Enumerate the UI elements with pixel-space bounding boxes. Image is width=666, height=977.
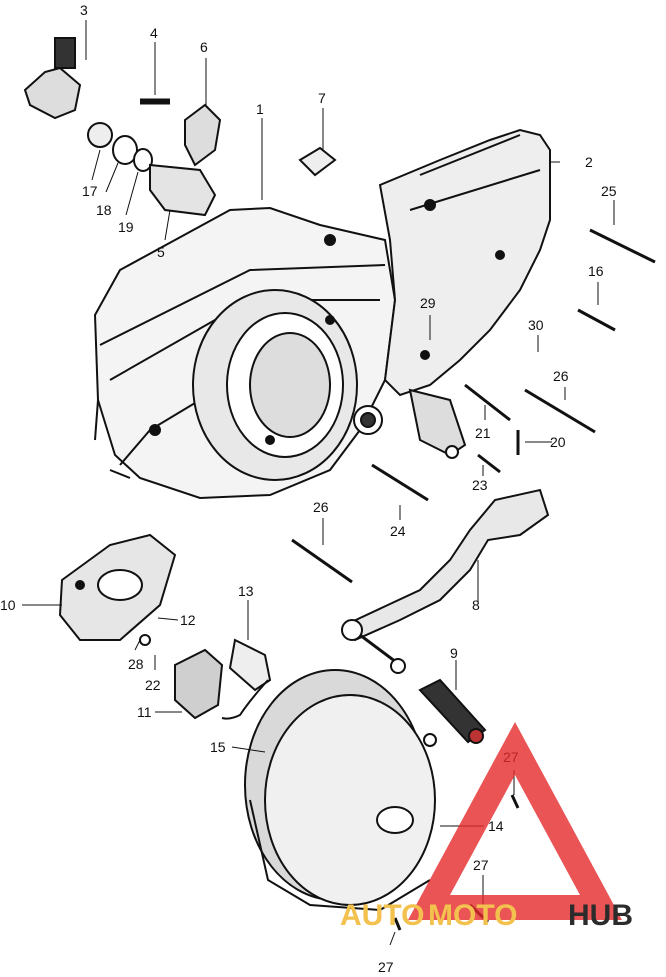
callout-20: 20 bbox=[550, 434, 566, 450]
fan-housing-part bbox=[93, 206, 397, 500]
bolt-26-lower bbox=[291, 538, 353, 584]
callout-23: 23 bbox=[472, 477, 488, 493]
callout-10: 10 bbox=[0, 597, 16, 613]
callout-21: 21 bbox=[475, 425, 491, 441]
callout-29: 29 bbox=[420, 295, 436, 311]
callout-12: 12 bbox=[180, 612, 196, 628]
automotohub-watermark: AUTO MOTO HUB bbox=[340, 722, 633, 932]
callout-7: 7 bbox=[318, 90, 326, 106]
bolt-27-a bbox=[510, 794, 520, 809]
bolts bbox=[140, 98, 656, 931]
contact-breaker-part bbox=[174, 638, 272, 720]
callout-13: 13 bbox=[238, 583, 254, 599]
callout-17: 17 bbox=[82, 183, 98, 199]
callout-8: 8 bbox=[472, 597, 480, 613]
callout-1: 1 bbox=[256, 101, 264, 117]
bolt-23 bbox=[477, 453, 501, 474]
flywheel-part bbox=[244, 669, 437, 912]
callout-3: 3 bbox=[80, 2, 88, 18]
callout-11: 11 bbox=[137, 704, 152, 720]
bolt-25 bbox=[589, 228, 656, 264]
watermark-text-hub: HUB bbox=[568, 899, 633, 932]
callout-24: 24 bbox=[390, 523, 406, 539]
callout-25: 25 bbox=[601, 183, 617, 199]
callout-30: 30 bbox=[528, 317, 544, 333]
callout-27-b: 27 bbox=[473, 857, 489, 873]
warning-triangle-logo bbox=[408, 722, 622, 920]
callout-9: 9 bbox=[450, 645, 458, 661]
bolt-16 bbox=[577, 308, 616, 332]
watermark-text-moto: MOTO bbox=[428, 899, 517, 932]
callout-numbers: 3 4 6 1 7 2 25 16 30 29 26 21 20 23 24 2… bbox=[0, 2, 617, 975]
callout-4: 4 bbox=[150, 25, 158, 41]
callout-19: 19 bbox=[118, 219, 134, 235]
bolt-24 bbox=[371, 463, 429, 502]
callout-27-c: 27 bbox=[378, 959, 394, 975]
spring-part bbox=[418, 678, 487, 744]
callout-14: 14 bbox=[488, 818, 504, 834]
callout-2: 2 bbox=[585, 154, 593, 170]
callout-16: 16 bbox=[588, 263, 604, 279]
stator-plate-part bbox=[58, 533, 177, 646]
callout-22: 22 bbox=[145, 677, 161, 693]
callout-5: 5 bbox=[157, 244, 165, 260]
callout-6: 6 bbox=[200, 39, 208, 55]
callout-18: 18 bbox=[96, 202, 112, 218]
side-cover-part bbox=[378, 128, 551, 459]
callout-28: 28 bbox=[128, 656, 144, 672]
kick-lever-part bbox=[341, 488, 550, 674]
callout-26-lower: 26 bbox=[313, 499, 329, 515]
switch-assembly-parts bbox=[23, 37, 337, 217]
callout-26-upper: 26 bbox=[553, 368, 569, 384]
bolt-26-upper bbox=[524, 388, 596, 434]
callout-15: 15 bbox=[210, 739, 226, 755]
bolt-27-c bbox=[393, 917, 402, 931]
bolt-21 bbox=[464, 383, 511, 422]
watermark-text-auto: AUTO bbox=[340, 899, 424, 932]
